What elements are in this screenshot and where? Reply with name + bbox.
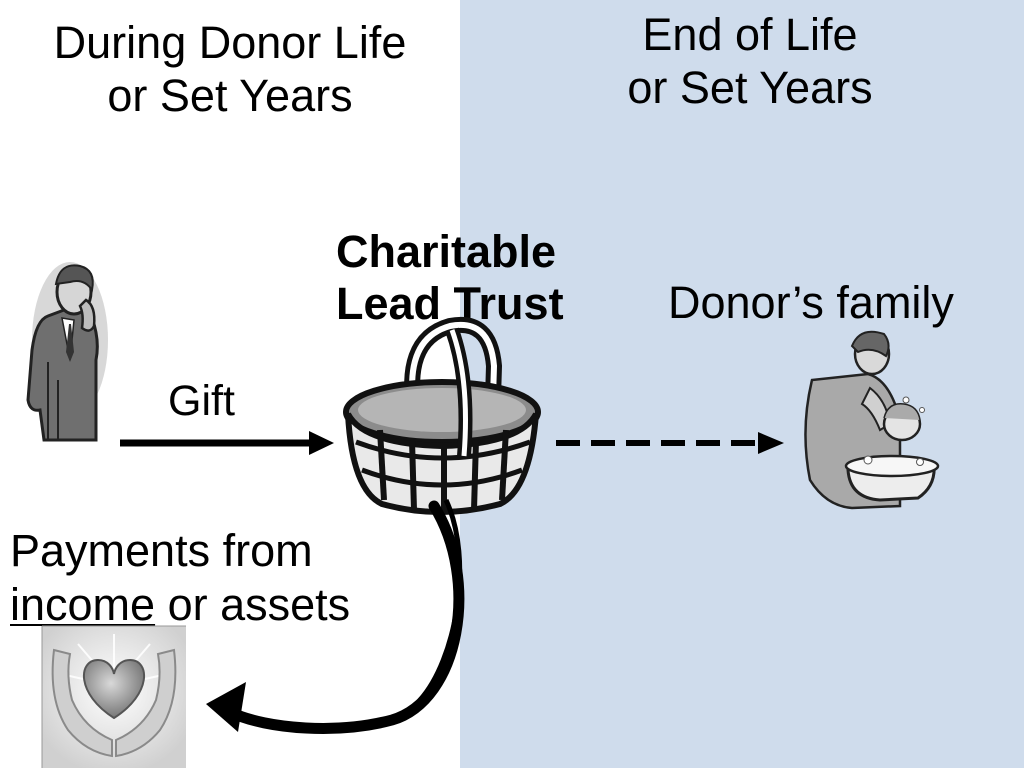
payments-label-line: income or assets [10,578,450,632]
gift-arrow [120,431,334,455]
businessman-on-phone-icon [26,262,108,442]
underlined-word: income [10,579,156,630]
end-of-life-panel [460,0,1024,768]
inheritance-dashed-arrow [556,432,784,454]
heart-in-hands-icon [41,625,186,768]
title-line: Charitable [336,226,557,277]
parent-bathing-child-icon [804,330,940,510]
payments-label-rest: or assets [155,579,351,630]
during-donor-life-heading: During Donor Life or Set Years [0,16,460,122]
end-of-life-heading: End of Life or Set Years [460,8,1024,114]
heading-line: End of Life [642,9,858,60]
gift-label: Gift [168,377,235,425]
heading-line: or Set Years [107,70,353,122]
heading-line: or Set Years [627,62,873,114]
charitable-lead-trust-title: Charitable Lead Trust [336,226,596,330]
donors-family-label: Donor’s family [668,277,954,328]
payments-label-line: Payments from [10,525,313,576]
payments-curved-arrow [206,498,465,734]
heading-line: During Donor Life [53,17,407,68]
basket-icon [343,316,541,515]
payments-label: Payments from income or assets [10,524,450,632]
